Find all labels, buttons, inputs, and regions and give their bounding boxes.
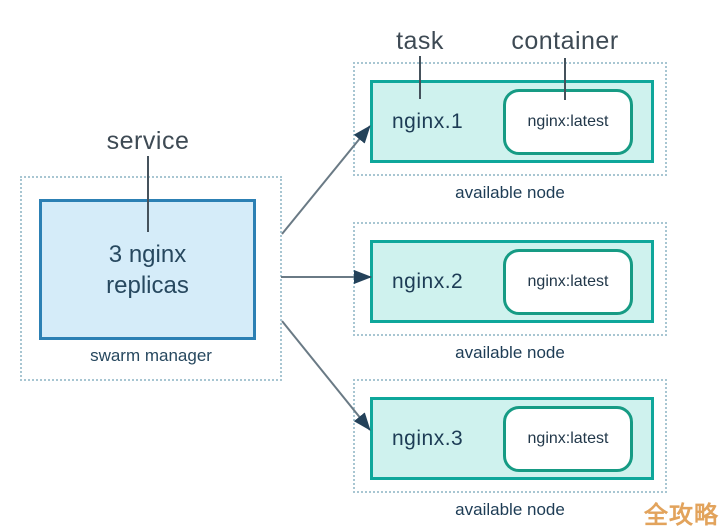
node-3-task-name: nginx.3	[392, 426, 464, 450]
node-1-container-box: nginx:latest	[503, 88, 633, 155]
node-3-container-box: nginx:latest	[503, 405, 633, 472]
available-node-1: nginx.1 nginx:latest available node	[353, 62, 667, 203]
replicas-text-line2: replicas	[106, 271, 189, 299]
replicas-text-line1: 3 nginx	[108, 240, 187, 268]
task-label: task	[396, 27, 444, 55]
node-2-container-image: nginx:latest	[527, 272, 609, 290]
watermark-text: 全攻略	[644, 502, 719, 529]
node-2-container-box: nginx:latest	[503, 248, 633, 315]
container-label: container	[511, 27, 619, 55]
node-2-task-name: nginx.2	[392, 269, 464, 293]
swarm-manager-caption: swarm manager	[90, 346, 212, 365]
node-1-container-image: nginx:latest	[527, 112, 609, 130]
service-label: service	[106, 127, 190, 155]
node-1-caption: available node	[455, 183, 565, 202]
node-2-task-box: nginx.2 nginx:latest	[370, 240, 654, 323]
node-1-task-name: nginx.1	[392, 109, 464, 133]
node-1-dotted-box: nginx.1 nginx:latest	[353, 62, 667, 176]
available-node-3: nginx.3 nginx:latest available node	[353, 379, 667, 520]
node-3-caption: available node	[455, 500, 565, 519]
node-3-task-box: nginx.3 nginx:latest	[370, 397, 654, 480]
node-2-dotted-box: nginx.2 nginx:latest	[353, 222, 667, 336]
swarm-manager-group: 3 nginx replicas swarm manager	[20, 176, 282, 381]
available-node-2: nginx.2 nginx:latest available node	[353, 222, 667, 363]
node-3-container-image: nginx:latest	[527, 429, 609, 447]
service-replicas-box: 3 nginx replicas	[39, 199, 256, 340]
node-1-task-box: nginx.1 nginx:latest	[370, 80, 654, 163]
node-2-caption: available node	[455, 343, 565, 362]
node-3-dotted-box: nginx.3 nginx:latest	[353, 379, 667, 493]
